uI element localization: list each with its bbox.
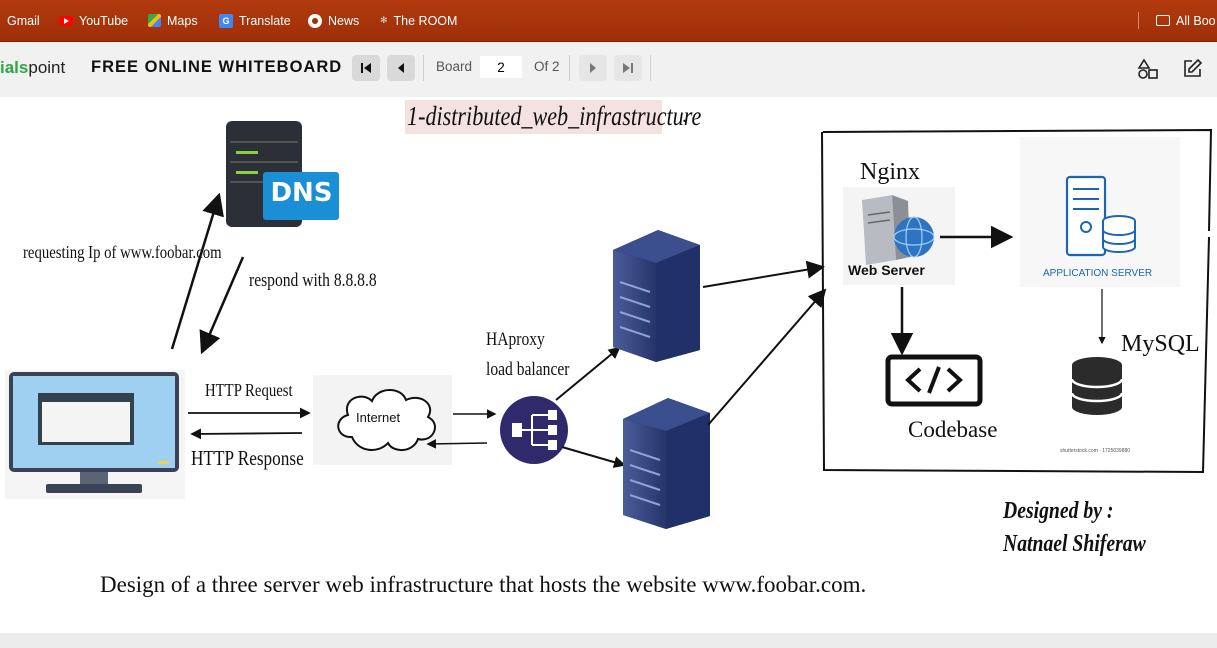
bookmarks-divider xyxy=(1138,12,1139,29)
application-server-label: APPLICATION SERVER xyxy=(1043,268,1153,279)
designed-by-label: Designed by : xyxy=(1003,498,1114,524)
first-board-button[interactable] xyxy=(352,55,380,81)
youtube-icon xyxy=(59,15,73,26)
bookmark-news[interactable]: News xyxy=(308,0,359,41)
shapes-icon[interactable] xyxy=(1137,58,1159,80)
mysql-label: MySQL xyxy=(1121,331,1200,357)
dns-server-icon xyxy=(226,121,339,227)
title-highlight xyxy=(405,100,662,134)
shutterstock-watermark: shutterstock.com · 1725039880 xyxy=(1060,448,1131,454)
skip-last-icon xyxy=(623,63,633,73)
cluster-box xyxy=(821,128,1213,474)
previous-board-button[interactable] xyxy=(387,55,415,81)
lb-to-server1-arrow xyxy=(555,346,621,401)
designer-name: Natnael Shiferaw xyxy=(1003,531,1146,557)
toolbar-divider xyxy=(569,55,570,81)
client-computer-icon xyxy=(5,370,185,499)
diagram-title: 1-distributed_web_infrastructure xyxy=(407,101,702,131)
codebase-label: Codebase xyxy=(908,417,998,442)
lb-to-server2-arrow xyxy=(561,446,626,468)
diagram-drawing xyxy=(5,100,1213,529)
load-balancer-icon xyxy=(500,396,568,464)
mysql-database-icon xyxy=(1070,357,1124,415)
codebase-icon xyxy=(885,354,983,407)
respond-label: respond with 8.8.8.8 xyxy=(249,270,377,291)
maps-icon xyxy=(148,14,161,27)
folder-icon xyxy=(1156,15,1170,26)
server1-to-nginx-arrow xyxy=(702,260,825,288)
http-response-arrow xyxy=(190,428,303,440)
whiteboard-canvas[interactable]: 1-distributed_web_infrastructure . DNS r… xyxy=(0,97,1217,633)
board-number-input[interactable] xyxy=(480,56,522,78)
dns-label: DNS xyxy=(270,178,333,208)
whiteboard-toolbar: ialspoint FREE ONLINE WHITEBOARD Board O… xyxy=(0,42,1217,97)
haproxy-label: HAproxy xyxy=(486,329,545,350)
nginx-label: Nginx xyxy=(860,159,920,185)
skip-first-icon xyxy=(361,63,371,73)
news-icon xyxy=(308,13,322,28)
server2-to-nginx-arrow xyxy=(707,288,827,426)
dns-response-arrow xyxy=(199,256,245,355)
server-2-icon xyxy=(623,398,710,529)
all-bookmarks[interactable]: All Boo xyxy=(1156,0,1216,41)
bookmark-the-room[interactable]: ✻The ROOM xyxy=(380,13,458,28)
last-board-button[interactable] xyxy=(614,55,642,81)
title-dot: . xyxy=(682,105,687,127)
bookmark-gmail[interactable]: Gmail xyxy=(7,13,40,28)
internet-cloud-icon xyxy=(337,389,436,451)
internet-label: Internet xyxy=(356,410,401,425)
brand-logo[interactable]: ialspoint xyxy=(0,58,66,77)
board-label: Board xyxy=(436,59,473,74)
the-room-icon: ✻ xyxy=(380,15,388,25)
bookmark-maps[interactable]: Maps xyxy=(148,0,198,41)
board-count-label: Of 2 xyxy=(534,59,560,74)
lb-to-internet-arrow xyxy=(426,439,488,449)
load-balancer-label: load balancer xyxy=(486,359,570,380)
next-icon xyxy=(590,63,596,73)
toolbar-divider xyxy=(423,55,424,81)
server-1-icon xyxy=(613,230,700,362)
toolbar-divider xyxy=(650,55,651,81)
edit-icon[interactable] xyxy=(1181,58,1203,80)
dns-request-arrow xyxy=(170,192,224,350)
bookmark-youtube[interactable]: YouTube xyxy=(59,0,128,41)
bottom-strip xyxy=(0,633,1217,648)
web-server-label: Web Server xyxy=(848,262,925,278)
http-request-label: HTTP Request xyxy=(205,380,293,400)
web-server-icon xyxy=(843,187,955,285)
application-server-icon xyxy=(1020,137,1180,287)
http-response-label: HTTP Response xyxy=(191,446,304,470)
app-title: FREE ONLINE WHITEBOARD xyxy=(91,58,343,76)
diagram-caption: Design of a three server web infrastruct… xyxy=(100,572,867,597)
translate-icon: G xyxy=(219,13,233,28)
previous-icon xyxy=(398,63,404,73)
next-board-button[interactable] xyxy=(579,55,607,81)
requesting-ip-label: requesting Ip of www.foobar.com xyxy=(23,242,222,262)
